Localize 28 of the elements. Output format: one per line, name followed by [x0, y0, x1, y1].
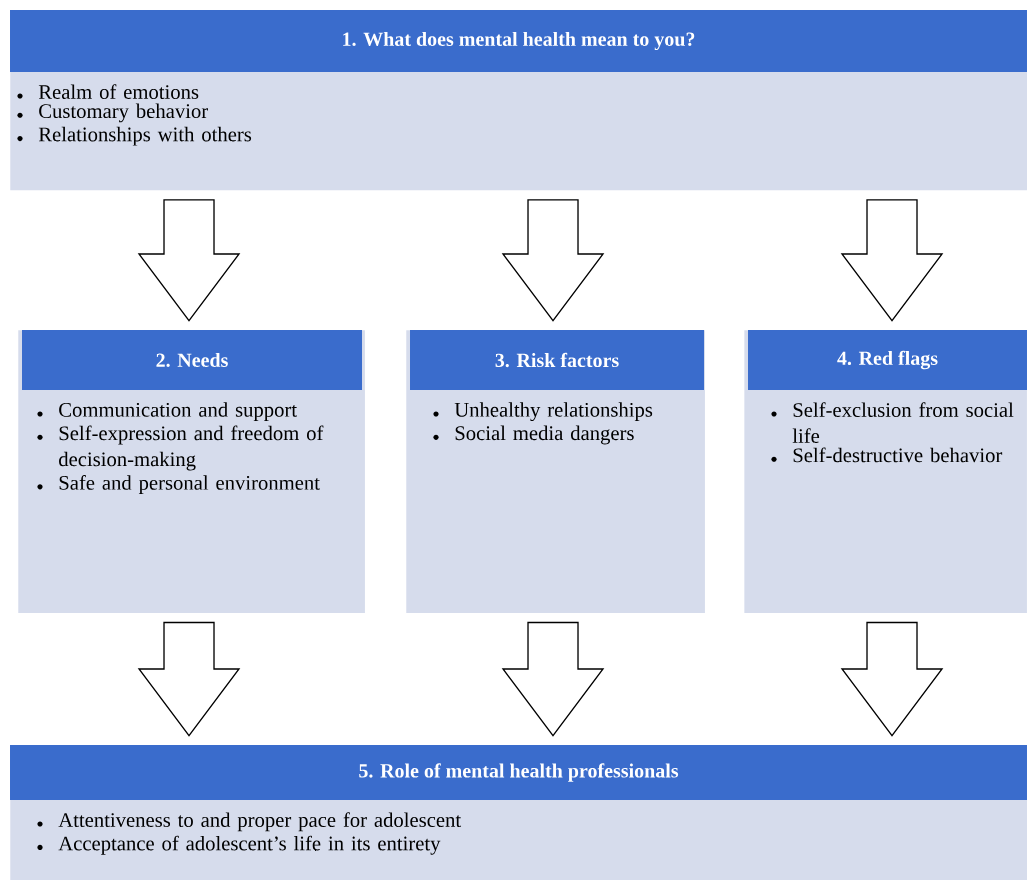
box — [10, 10, 1027, 191]
bullet-item: Social media dangers — [433, 425, 634, 445]
bullet-item: Safe and personal environment — [37, 475, 320, 494]
header-bar: 3. Risk factors — [410, 330, 704, 390]
block-arrow — [840, 199, 944, 322]
bullet-item: Self-exclusion from social life — [771, 402, 1014, 443]
bullet-item: Self-expression and freedom of decision-making — [37, 425, 324, 471]
bullet-item: Communication and support — [37, 402, 297, 421]
bullet-item: Attentiveness to and proper pace for adolescent — [37, 812, 462, 832]
bullet-item: Unhealthy relationships — [433, 402, 653, 422]
box — [744, 330, 1027, 613]
block-arrow — [137, 621, 241, 737]
block-arrow — [137, 199, 241, 322]
box — [10, 745, 1027, 880]
bullet-item: Relationships with others — [17, 126, 252, 146]
box — [406, 330, 705, 613]
bullet-item: Customary behavior — [17, 103, 208, 123]
header-bar: 1. What does mental health mean to you? — [10, 10, 1027, 72]
bullet-item: Acceptance of adolescent’s life in its entirety — [37, 835, 441, 855]
header-bar: 5. Role of mental health professionals — [10, 745, 1027, 800]
header-bar: 4. Red flags — [748, 330, 1027, 390]
block-arrow — [501, 199, 605, 322]
bullet-item: Realm of emotions — [17, 84, 199, 99]
bullet-item: Self-destructive behavior — [771, 447, 1003, 463]
header-bar: 2. Needs — [22, 330, 362, 390]
block-arrow — [840, 621, 944, 737]
box — [18, 330, 365, 613]
block-arrow — [501, 621, 605, 737]
